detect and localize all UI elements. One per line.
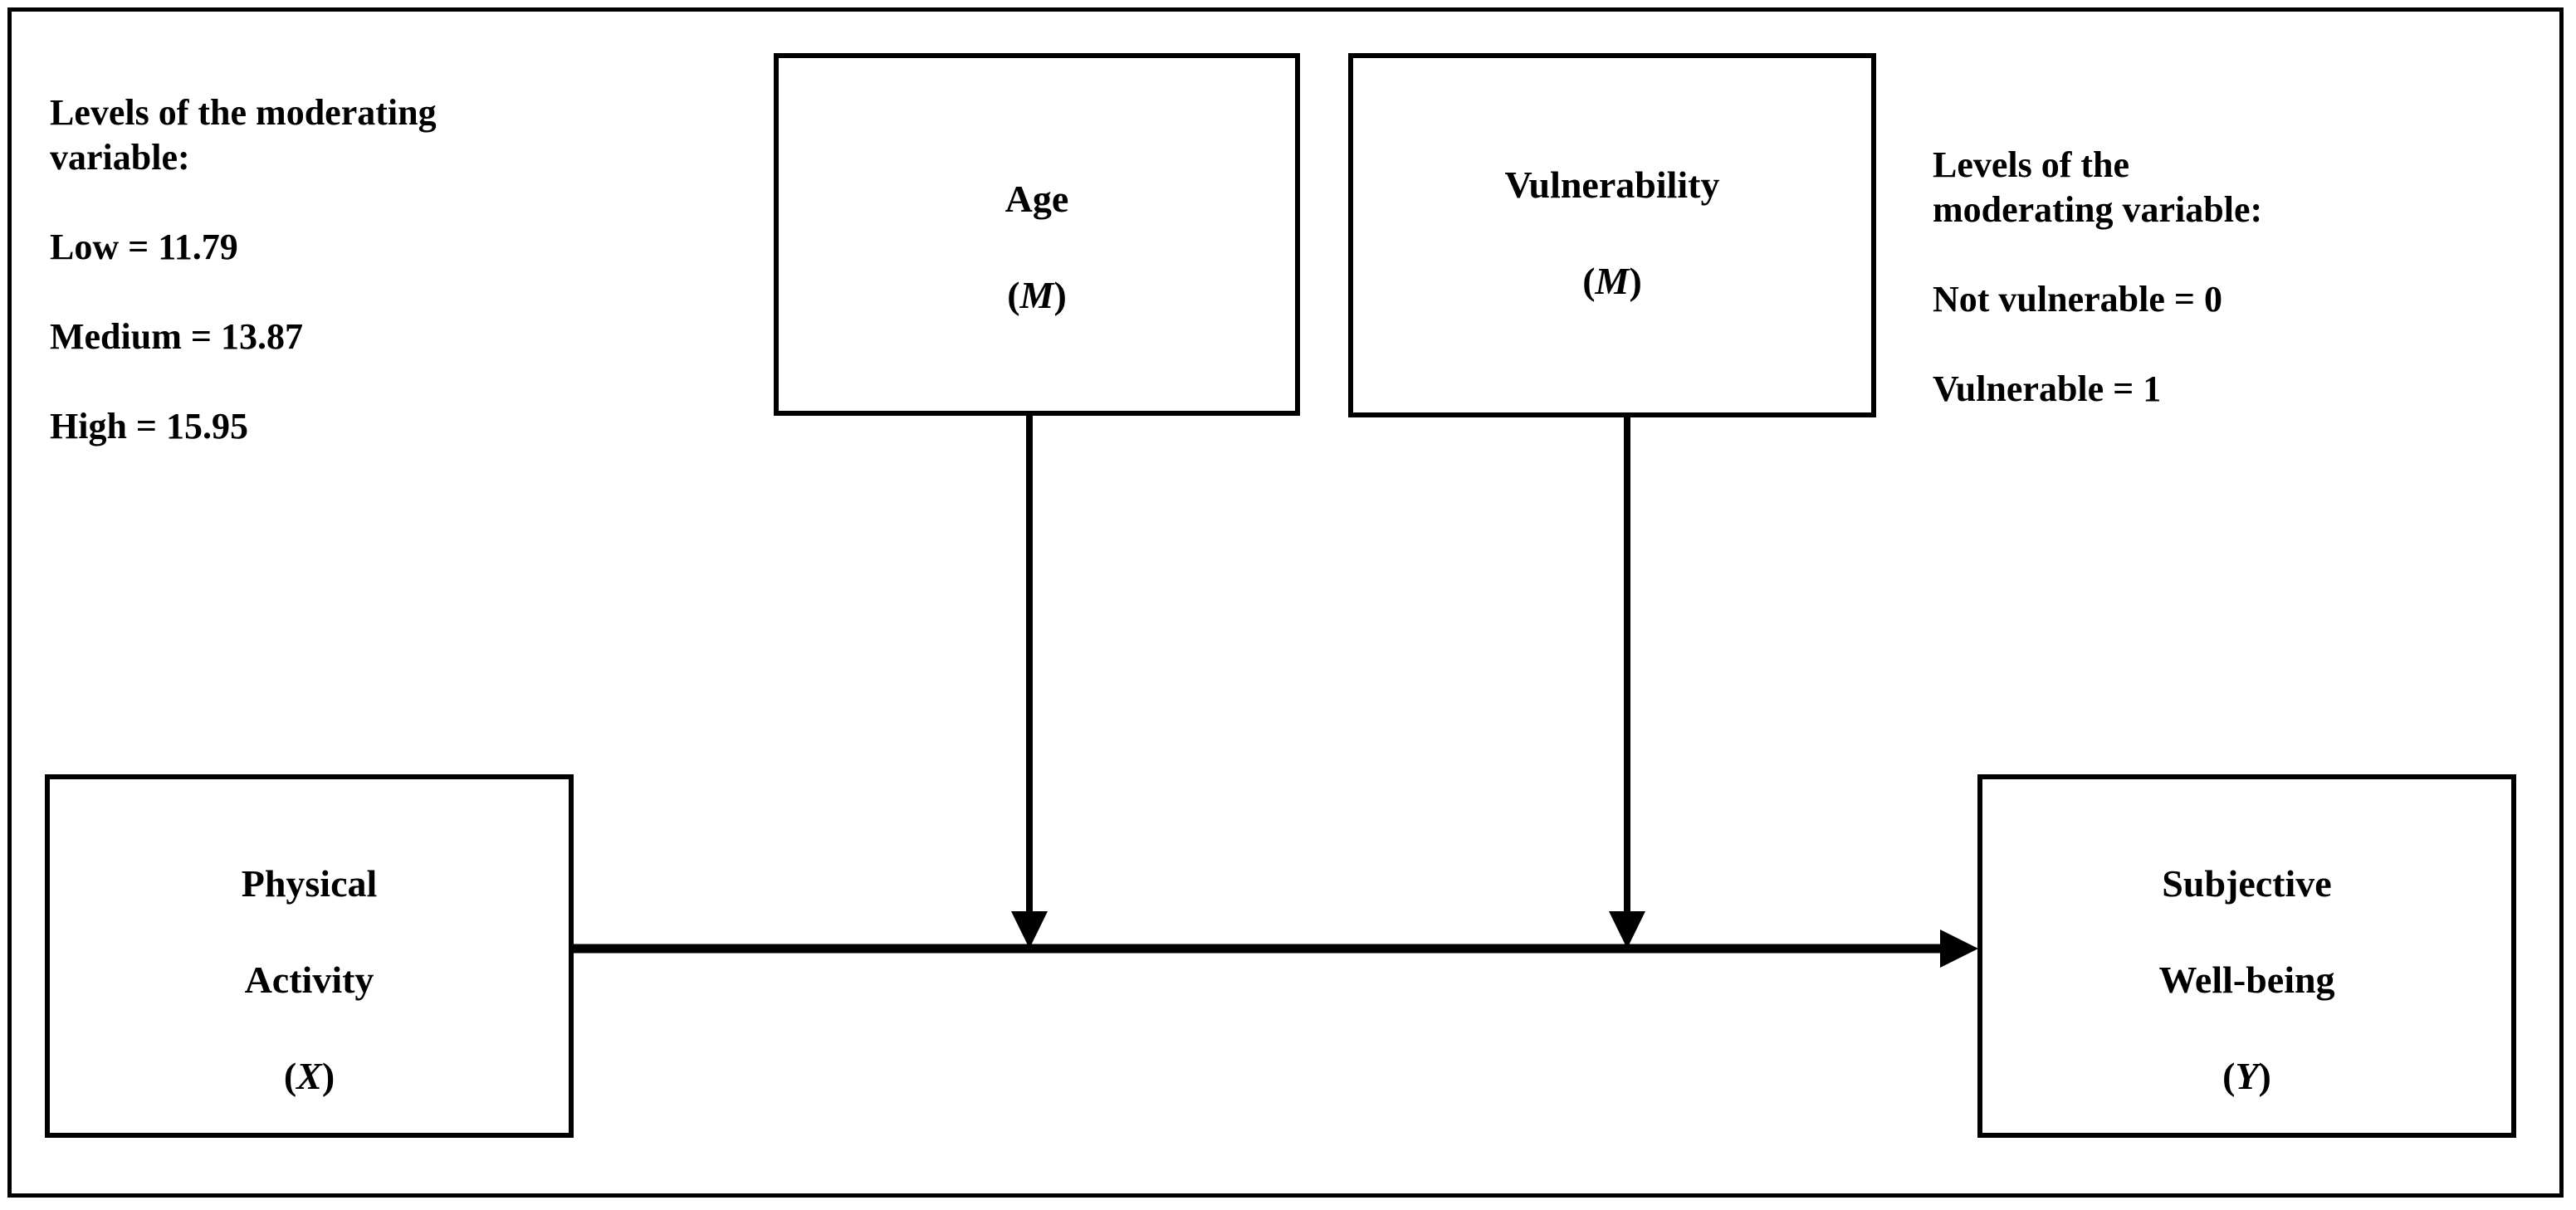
right-annotation-level-not-vulnerable: Not vulnerable = 0 xyxy=(1933,279,2222,320)
figure-outer-frame xyxy=(7,7,2564,1198)
age-name: Age xyxy=(1004,177,1069,220)
physical-activity-role-symbol: X xyxy=(296,1055,322,1097)
construct-label-physical-activity: Physical Activity (X) xyxy=(242,812,378,1100)
construct-box-physical-activity[interactable]: Physical Activity (X) xyxy=(45,774,574,1138)
left-annotation-level-medium: Medium = 13.87 xyxy=(50,316,303,357)
subjective-wellbeing-paren-close: ) xyxy=(2258,1055,2271,1097)
construct-box-vulnerability[interactable]: Vulnerability (M) xyxy=(1348,53,1876,417)
physical-activity-name-line1: Physical xyxy=(241,862,378,905)
construct-label-age: Age (M) xyxy=(1005,127,1069,320)
vulnerability-name: Vulnerability xyxy=(1504,163,1720,206)
vulnerability-role-symbol: M xyxy=(1595,259,1630,302)
construct-label-vulnerability: Vulnerability (M) xyxy=(1504,113,1719,305)
subjective-wellbeing-name-line1: Subjective xyxy=(2162,862,2332,905)
left-annotation-level-high: High = 15.95 xyxy=(50,406,248,446)
left-annotation-level-low: Low = 11.79 xyxy=(50,227,238,267)
physical-activity-paren-close: ) xyxy=(321,1055,335,1097)
vulnerability-paren-close: ) xyxy=(1629,259,1642,302)
moderator-levels-right-annotation: Levels of the moderating variable: Not v… xyxy=(1933,98,2514,456)
left-annotation-heading: Levels of the moderating variable: xyxy=(50,92,437,178)
age-paren-open: ( xyxy=(1007,273,1020,316)
vulnerability-paren-open: ( xyxy=(1582,259,1596,302)
age-role-symbol: M xyxy=(1019,273,1054,316)
subjective-wellbeing-name-line2: Well-being xyxy=(2158,959,2335,1001)
construct-box-age[interactable]: Age (M) xyxy=(774,53,1300,416)
construct-box-subjective-wellbeing[interactable]: Subjective Well-being (Y) xyxy=(1977,774,2516,1138)
subjective-wellbeing-role-symbol: Y xyxy=(2235,1055,2259,1097)
moderator-levels-left-annotation: Levels of the moderating variable: Low =… xyxy=(50,46,755,494)
physical-activity-paren-open: ( xyxy=(283,1055,297,1097)
subjective-wellbeing-paren-open: ( xyxy=(2222,1055,2236,1097)
age-paren-close: ) xyxy=(1053,273,1067,316)
right-annotation-heading: Levels of the moderating variable: xyxy=(1933,144,2263,230)
construct-label-subjective-wellbeing: Subjective Well-being (Y) xyxy=(2158,812,2334,1100)
right-annotation-level-vulnerable: Vulnerable = 1 xyxy=(1933,368,2162,409)
physical-activity-name-line2: Activity xyxy=(244,959,374,1001)
